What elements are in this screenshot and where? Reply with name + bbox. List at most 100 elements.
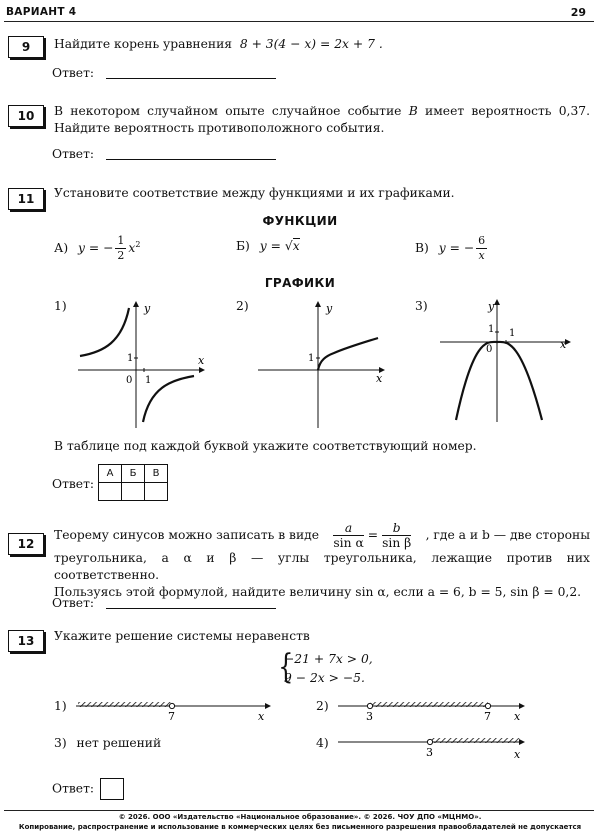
option-1-numberline[interactable]: 7 x: [74, 690, 274, 726]
question-11-text: Установите соответствие между функциями …: [54, 186, 455, 200]
question-12-intro: Теорему синусов можно записать в виде: [54, 528, 320, 542]
answer-label-12: Ответ:: [52, 596, 95, 610]
question-10-event: B: [408, 104, 418, 118]
answer-table-header-a: А: [98, 464, 122, 483]
option-3-text: нет решений: [76, 736, 162, 750]
graph-1-curve-right: [141, 374, 195, 423]
graph-3-unit-x: 1: [509, 328, 515, 339]
graph-1-x-label: x: [198, 354, 205, 367]
answer-row-10: Ответ:: [52, 147, 277, 161]
graph-2-label: 2): [236, 299, 249, 313]
inequality-2: 9 − 2x > −5.: [284, 671, 365, 685]
graph-1-label: 1): [54, 299, 67, 313]
option-1-label: 1): [54, 699, 67, 713]
graph-1: y x 0 1 1: [78, 301, 205, 428]
graph-1-y-label: y: [143, 302, 151, 315]
graph-1-unit-y: 1: [127, 353, 133, 364]
option-2-label: 2): [316, 699, 329, 713]
footer-copyright: © 2026. ООО «Издательство «Национальное …: [118, 813, 482, 821]
answer-row-12: Ответ:: [52, 596, 277, 610]
question-number-9: 9: [8, 36, 44, 58]
answer-table-header-v: В: [144, 464, 168, 483]
question-10-line2: Найдите вероятность противоположного соб…: [54, 121, 385, 135]
question-number-10: 10: [8, 105, 44, 127]
graph-3-origin: 0: [486, 344, 492, 355]
question-10-line1: В некотором случайном опыте случайное со…: [54, 104, 402, 118]
graph-1-curve-left: [79, 307, 131, 358]
answer-label-11: Ответ:: [52, 477, 95, 491]
question-number-11: 11: [8, 188, 44, 210]
answer-label-9: Ответ:: [52, 66, 95, 80]
answer-input-9[interactable]: [106, 66, 277, 79]
graph-2-curve: [316, 336, 379, 371]
option-2-x-label: x: [514, 710, 521, 723]
answer-cell-b[interactable]: [121, 482, 145, 501]
option-2-numberline[interactable]: 3 7 x: [336, 690, 528, 726]
graphs-title: ГРАФИКИ: [264, 276, 336, 290]
page-number: 29: [570, 6, 586, 19]
graph-1-unit-x: 1: [145, 375, 151, 386]
answer-row-13: Ответ:: [52, 778, 125, 800]
footer-divider: [4, 810, 594, 811]
inequality-1: −21 + 7x > 0,: [284, 652, 373, 666]
answer-label-10: Ответ:: [52, 147, 95, 161]
graph-3-x-label: x: [560, 338, 567, 351]
question-10-text: В некотором случайном опыте случайное со…: [54, 103, 590, 137]
function-v-letter: В): [415, 241, 429, 255]
graph-2: y x 1: [258, 301, 385, 428]
option-4-x-label: x: [514, 748, 521, 761]
question-9-text: Найдите корень уравнения 8 + 3(4 − x) = …: [54, 36, 383, 53]
option-4-label: 4): [316, 736, 329, 750]
graph-3-label: 3): [415, 299, 428, 313]
q12-frac2-num: b: [382, 521, 412, 536]
option-2-tick-7: 7: [484, 710, 491, 723]
answer-table-header-b: Б: [121, 464, 145, 483]
graph-2-unit-y: 1: [308, 353, 314, 364]
answer-input-10[interactable]: [106, 147, 277, 160]
question-12-line3: Пользуясь этой формулой, найдите величин…: [54, 585, 582, 599]
header-divider: [4, 21, 594, 22]
question-number-12: 12: [8, 533, 44, 555]
question-9-prompt: Найдите корень уравнения: [54, 37, 233, 51]
question-10-line1-end: имеет вероятность 0,37.: [425, 104, 591, 118]
answer-box-13[interactable]: [100, 778, 125, 800]
answer-cell-v[interactable]: [144, 482, 168, 501]
variant-title: ВАРИАНТ 4: [6, 6, 77, 18]
option-4-tick-3: 3: [426, 746, 433, 759]
q12-frac1-den: sin α: [333, 536, 364, 550]
question-12-line2: треугольника, а α и β — углы треугольник…: [54, 551, 590, 582]
option-2-tick-3: 3: [366, 710, 373, 723]
function-b-letter: Б): [236, 239, 250, 253]
option-1-x-label: x: [258, 710, 265, 723]
answer-cell-a[interactable]: [98, 482, 122, 501]
q12-frac2-den: sin β: [382, 536, 412, 550]
graph-3-y-label: y: [487, 300, 495, 313]
footer-notice: Копирование, распространение и использов…: [18, 823, 582, 831]
function-a-letter: А): [54, 241, 69, 255]
q12-frac1-num: a: [333, 521, 364, 536]
graph-2-x-label: x: [376, 372, 383, 385]
answer-row-9: Ответ:: [52, 66, 277, 80]
graph-2-y-label: y: [325, 302, 333, 315]
graph-3: y x 0 1 1: [440, 299, 571, 422]
graph-3-curve: [454, 340, 544, 421]
option-3[interactable]: 3) нет решений: [54, 735, 161, 752]
system-brace: {: [278, 647, 294, 687]
answer-input-12[interactable]: [106, 596, 277, 609]
graph-3-unit-y: 1: [488, 324, 494, 335]
option-3-label: 3): [54, 736, 67, 750]
function-b: Б) y = √x: [236, 238, 300, 253]
question-13-text: Укажите решение системы неравенств: [54, 629, 310, 643]
question-11-table-instruction: В таблице под каждой буквой укажите соот…: [54, 439, 477, 453]
question-12-after: , где a и b — две стороны: [425, 528, 590, 542]
graph-1-origin: 0: [126, 375, 132, 386]
question-number-13: 13: [8, 630, 44, 652]
option-1-tick-7: 7: [168, 710, 175, 723]
answer-label-13: Ответ:: [52, 781, 95, 796]
option-4-numberline[interactable]: 3 x: [336, 728, 528, 764]
functions-title: ФУНКЦИИ: [262, 214, 338, 228]
